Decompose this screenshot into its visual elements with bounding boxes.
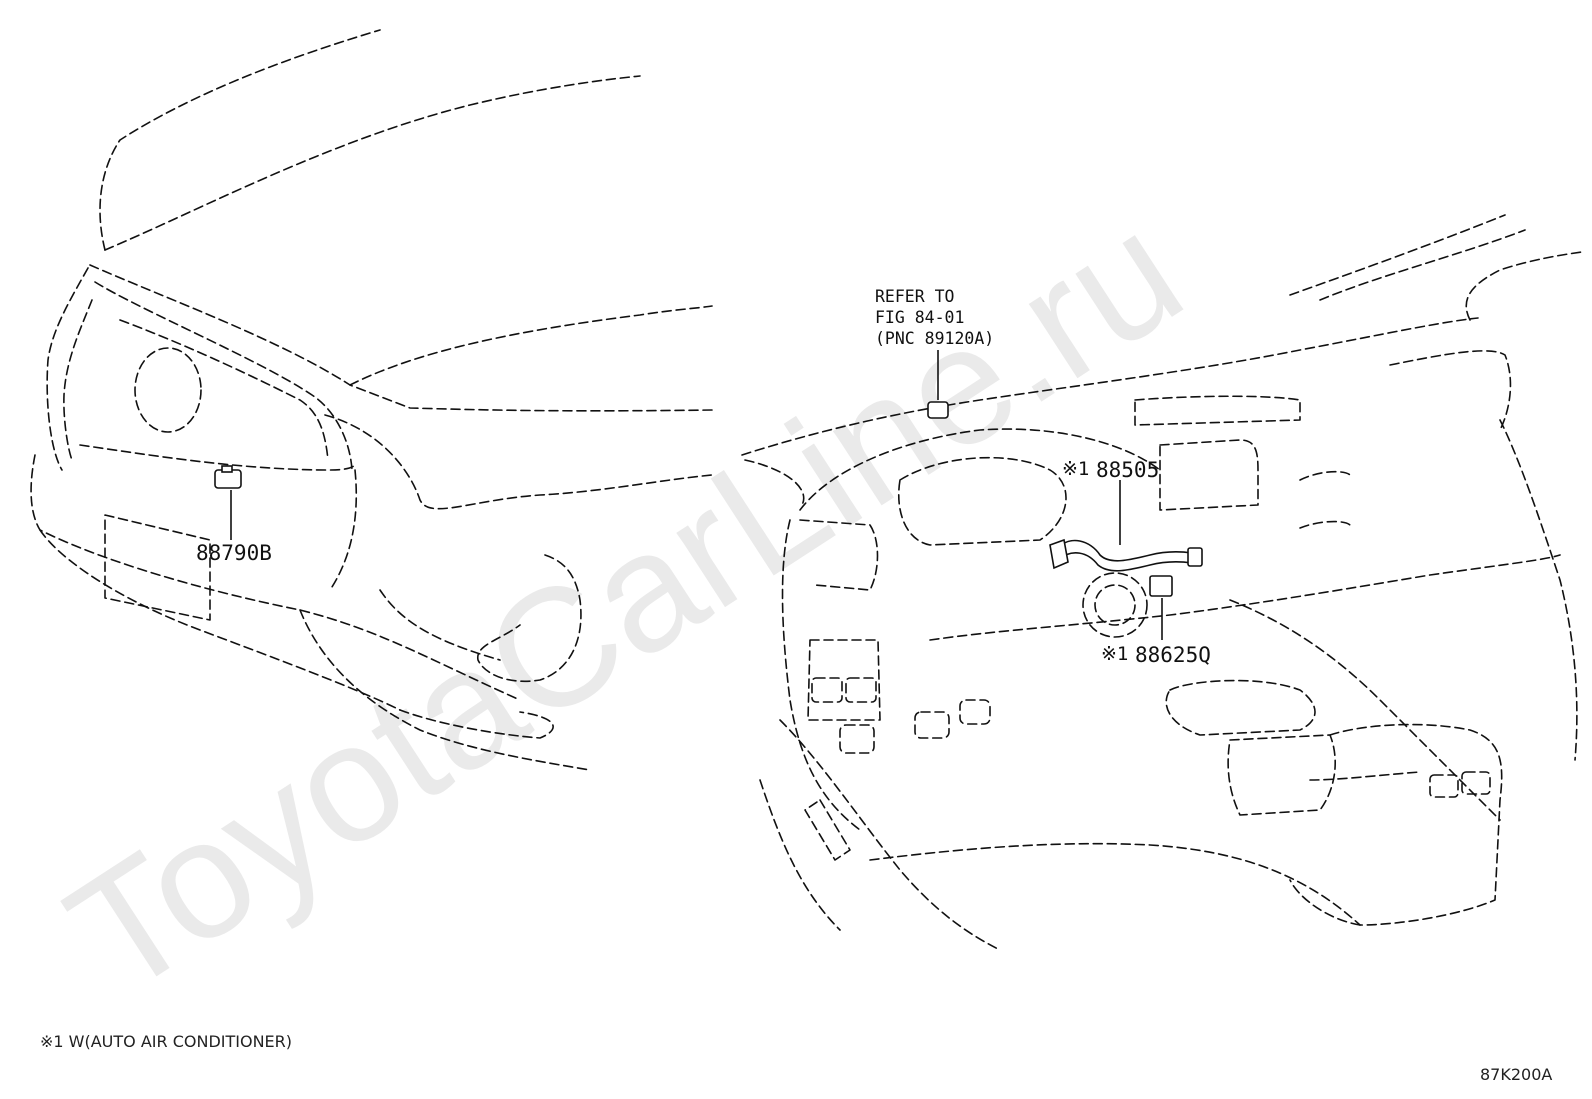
instrument-panel-drawing	[741, 214, 1583, 951]
part-88625q-sensor	[1149, 575, 1173, 640]
refer-to-line-1: REFER TO	[875, 287, 954, 306]
refer-to-line-2: FIG 84-01	[875, 308, 964, 327]
footnote: ※1 W(AUTO AIR CONDITIONER)	[40, 1032, 292, 1051]
figure-code: 87K200A	[1480, 1065, 1552, 1084]
vehicle-front-drawing	[30, 29, 713, 771]
part-number-88505: 88505	[1096, 458, 1159, 482]
part-number-88790b: 88790B	[196, 541, 272, 565]
part-88505-aspirator-hose	[1049, 480, 1203, 572]
refer-to-line-3: (PNC 89120A)	[875, 329, 994, 348]
part-number-88625q: 88625Q	[1135, 643, 1211, 667]
watermark-text: ToyotaCarLine.ru	[37, 176, 1212, 1030]
note-mark-88625q: ※1	[1101, 643, 1128, 665]
note-mark-88505: ※1	[1062, 458, 1089, 480]
part-88790b-sensor	[214, 465, 242, 540]
part-89120a-clip	[927, 350, 949, 419]
